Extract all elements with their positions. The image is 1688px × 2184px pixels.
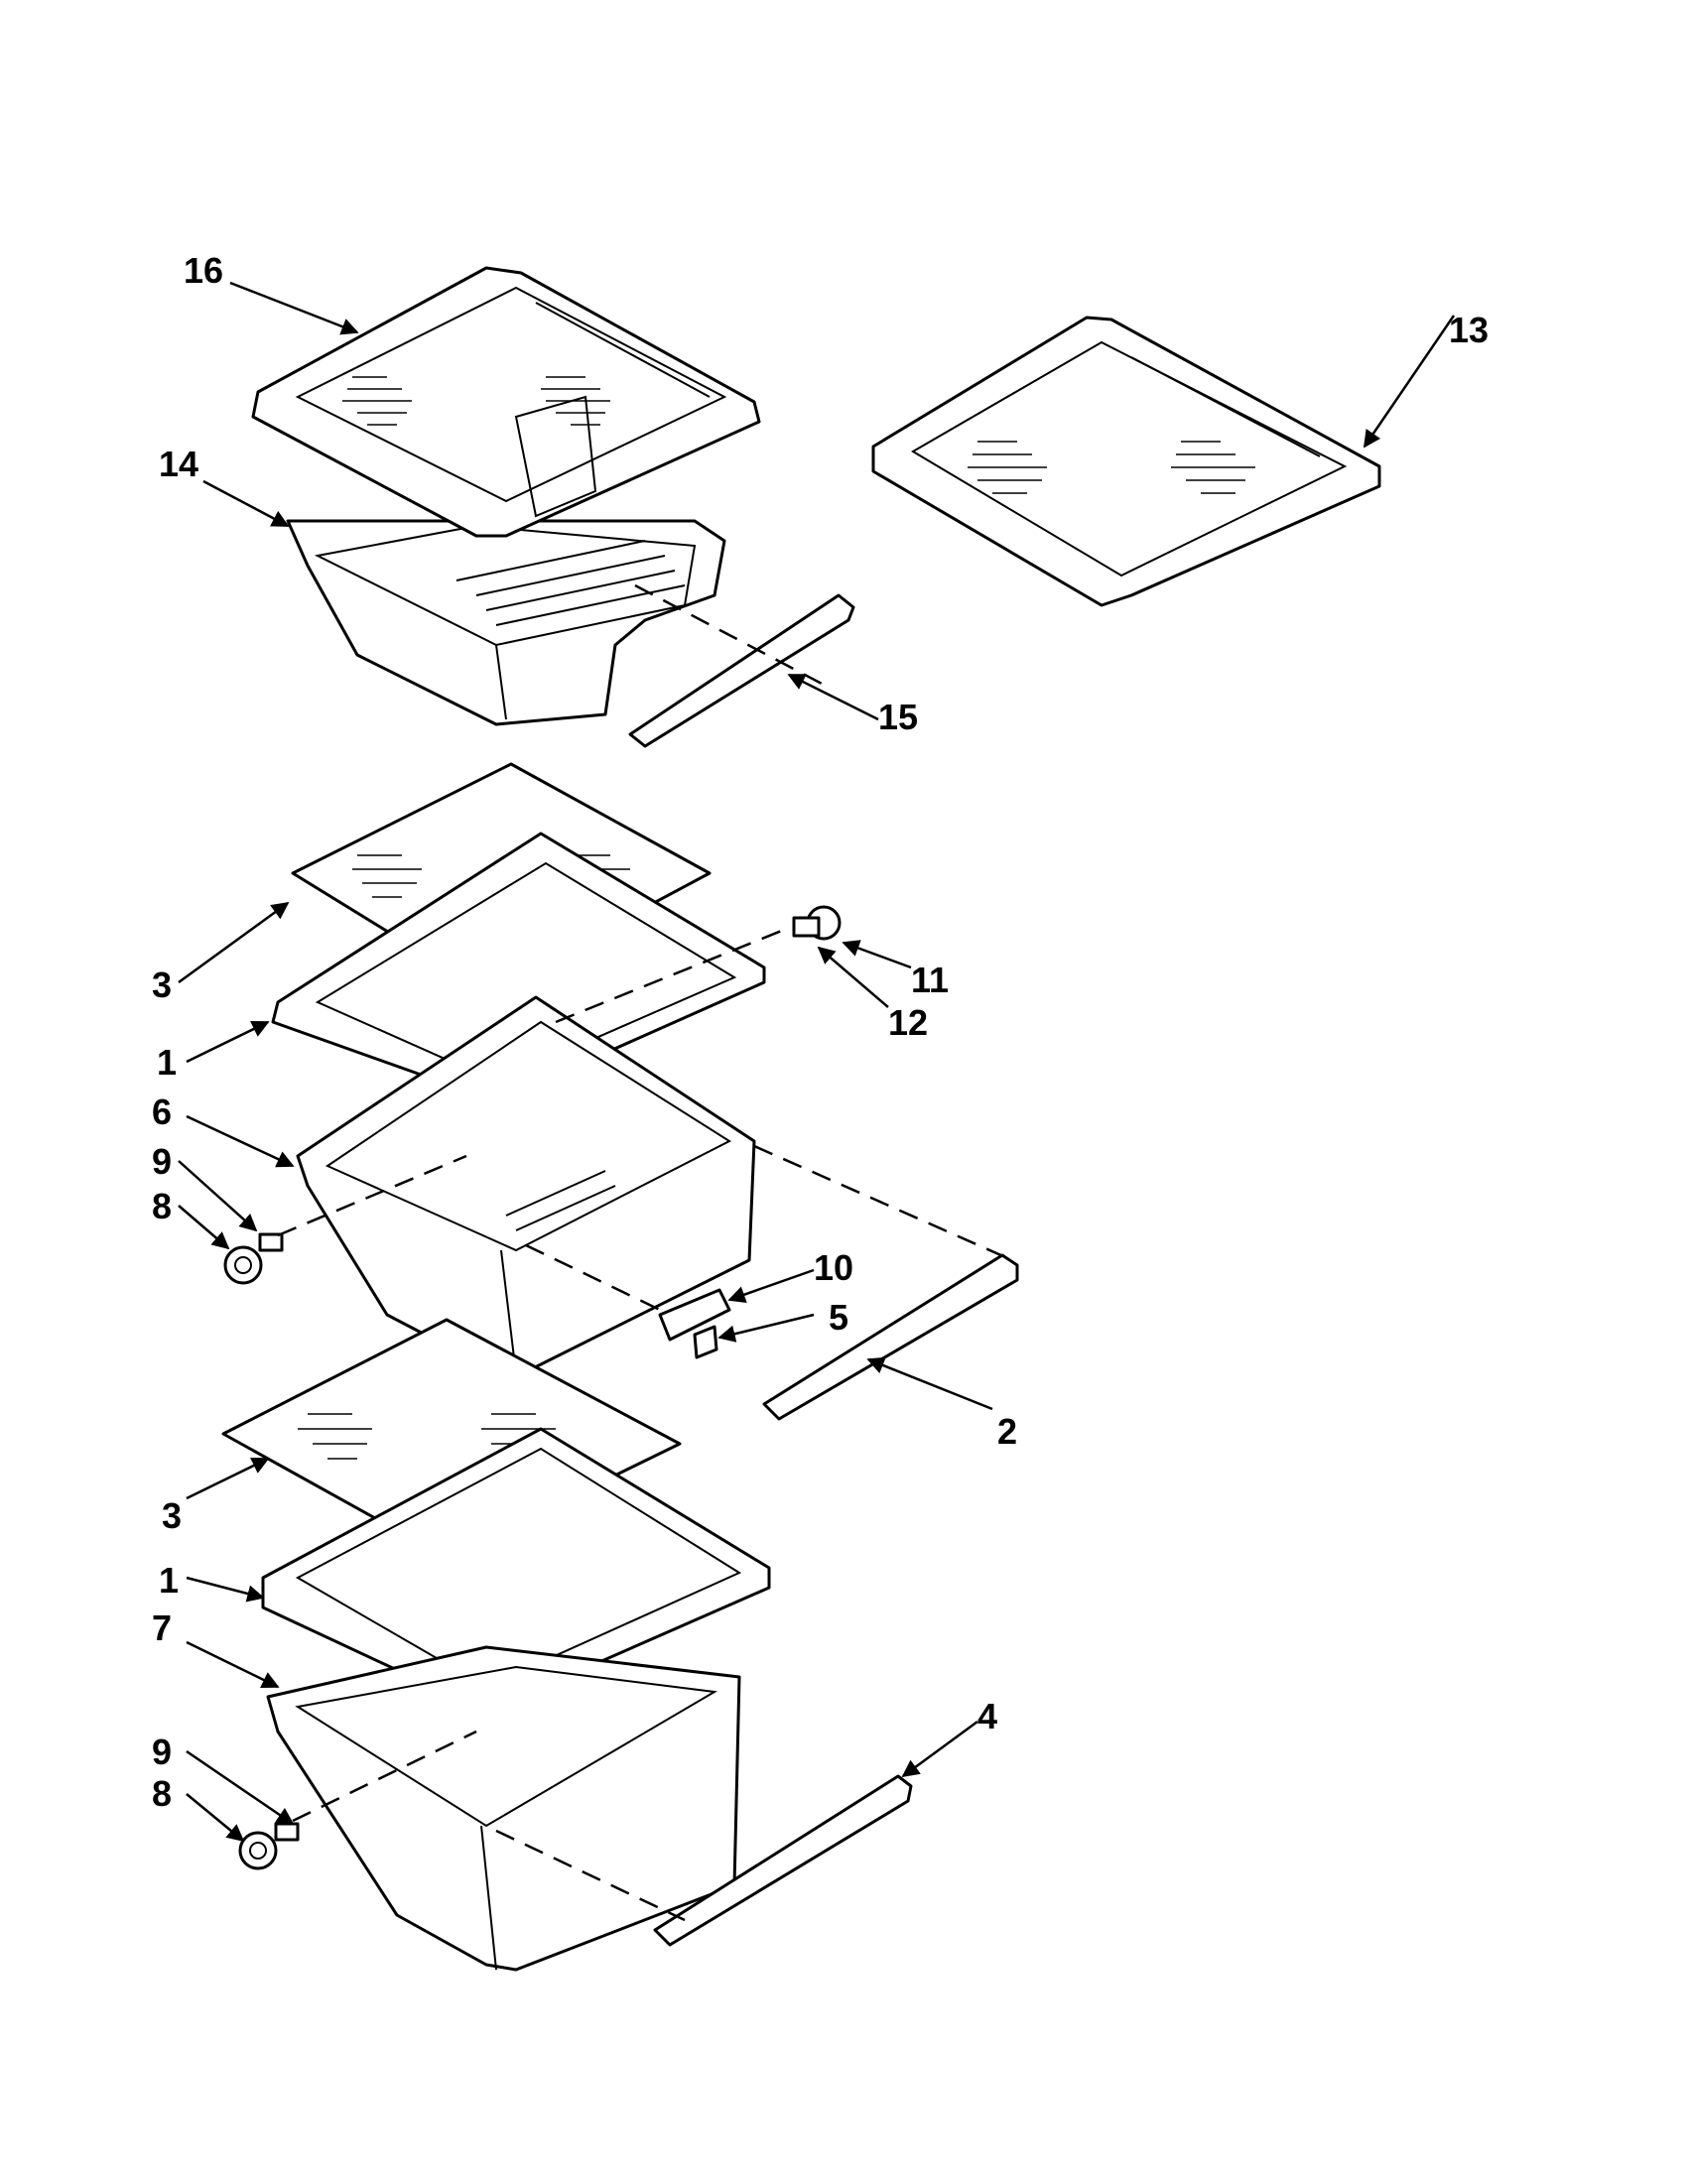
callout-6: 6 <box>152 1092 172 1132</box>
callout-7: 7 <box>152 1607 172 1648</box>
pan-14 <box>286 519 726 726</box>
callout-16: 16 <box>184 250 223 291</box>
callout-labels: 16 13 14 15 3 1 11 12 6 9 8 10 5 2 3 1 7… <box>152 250 1489 1814</box>
callout-1-lower: 1 <box>159 1560 179 1601</box>
wheel-11 <box>555 905 842 1024</box>
callout-14: 14 <box>159 444 198 484</box>
seal-10 <box>525 1243 731 1359</box>
wheel-8-lower <box>238 1730 477 1870</box>
callout-2: 2 <box>997 1411 1017 1452</box>
shelf-13 <box>871 316 1381 607</box>
callout-13: 13 <box>1449 310 1489 350</box>
trim-15 <box>628 583 855 748</box>
trim-2 <box>753 1144 1019 1421</box>
shelf-16 <box>251 266 761 538</box>
callout-3-upper: 3 <box>152 964 172 1005</box>
callout-9-lower: 9 <box>152 1732 172 1772</box>
callout-8-upper: 8 <box>152 1186 172 1226</box>
callout-8-lower: 8 <box>152 1773 172 1814</box>
frame-1-lower <box>261 1427 771 1714</box>
callout-3-lower: 3 <box>162 1495 182 1536</box>
leaders <box>178 281 1456 1843</box>
callout-4: 4 <box>977 1696 997 1736</box>
callout-15: 15 <box>878 697 918 737</box>
callout-1-upper: 1 <box>157 1042 177 1083</box>
frame-1-upper <box>271 832 766 1103</box>
trim-4 <box>495 1774 913 1947</box>
callout-12: 12 <box>888 1002 928 1043</box>
callout-5: 5 <box>829 1297 848 1338</box>
callout-9-upper: 9 <box>152 1141 172 1182</box>
callout-11: 11 <box>911 960 949 1000</box>
wheel-8-upper <box>223 1154 467 1285</box>
callout-10: 10 <box>814 1247 853 1288</box>
